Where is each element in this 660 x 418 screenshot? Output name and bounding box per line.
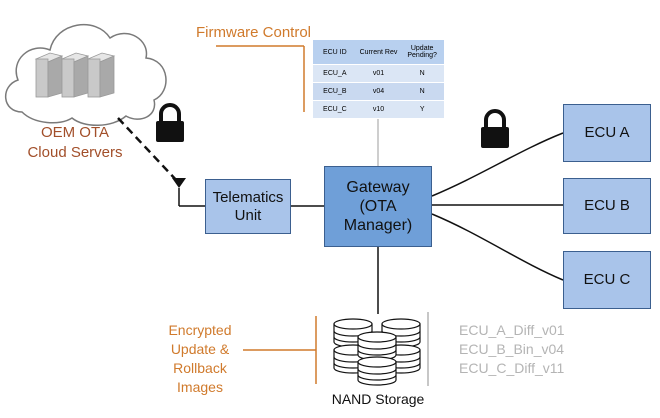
cloud-label-line1: OEM OTA [40,124,110,141]
column-header-current-rev: Current Rev [356,40,401,65]
image-file-list: ECU_A_Diff_v01 ECU_B_Bin_v04 ECU_C_Diff_… [459,321,565,378]
server-icon [34,52,116,98]
firmware-control-title: Firmware Control [196,24,312,41]
table-cell: v04 [356,82,401,101]
cloud-label: OEM OTA Cloud Servers [0,123,150,163]
gateway-ecu-links [431,132,564,281]
list-item: ECU_C_Diff_v11 [459,360,565,376]
table-row: ECU_A v01 N [313,64,444,83]
telematics-unit-box: Telematics Unit [205,179,291,234]
gateway-label-line3: Manager) [343,217,413,235]
table-cell: ECU_C [313,100,357,119]
images-label-line4: Images [177,379,223,395]
gateway-label-line2: (OTA [359,197,397,215]
table-cell: N [400,64,444,83]
table-cell: ECU_A [313,64,357,83]
images-bracket [243,316,317,384]
database-icon [333,318,421,386]
gateway-box: Gateway (OTA Manager) [324,166,432,247]
table-header-row: ECU ID Current Rev Update Pending? [313,40,444,65]
table-cell: v01 [356,64,401,83]
ecu-b-box: ECU B [563,178,651,234]
images-label-line1: Encrypted [168,322,232,338]
table-row: ECU_C v10 Y [313,100,444,119]
images-label-line2: Update & [170,341,230,357]
antenna-icon [172,178,205,207]
telematics-label-line2: Unit [234,206,262,224]
table-cell: N [400,82,444,101]
cloud-label-line2: Cloud Servers [27,144,123,161]
table-cell: Y [400,100,444,119]
lock-icon [481,109,509,148]
table-row: ECU_B v04 N [313,82,444,101]
nand-storage-label: NAND Storage [331,391,425,407]
lock-icon [156,103,184,142]
ecu-c-box: ECU C [563,251,651,309]
cloud-link-dashed [117,117,179,183]
list-item: ECU_B_Bin_v04 [459,341,565,357]
column-header-ecu-id: ECU ID [313,40,357,65]
telematics-label-line1: Telematics [212,188,284,206]
table-cell: v10 [356,100,401,119]
list-item: ECU_A_Diff_v01 [459,322,565,338]
images-label-line3: Rollback [173,360,227,376]
ecu-a-box: ECU A [563,104,651,162]
table-cell: ECU_B [313,82,357,101]
firmware-table: ECU ID Current Rev Update Pending? ECU_A… [313,40,444,119]
encrypted-images-label: Encrypted Update & Rollback Images [152,321,248,397]
firmware-control-bracket [216,45,305,112]
gateway-label-line1: Gateway [346,178,410,196]
column-header-update-pending: Update Pending? [400,40,444,65]
